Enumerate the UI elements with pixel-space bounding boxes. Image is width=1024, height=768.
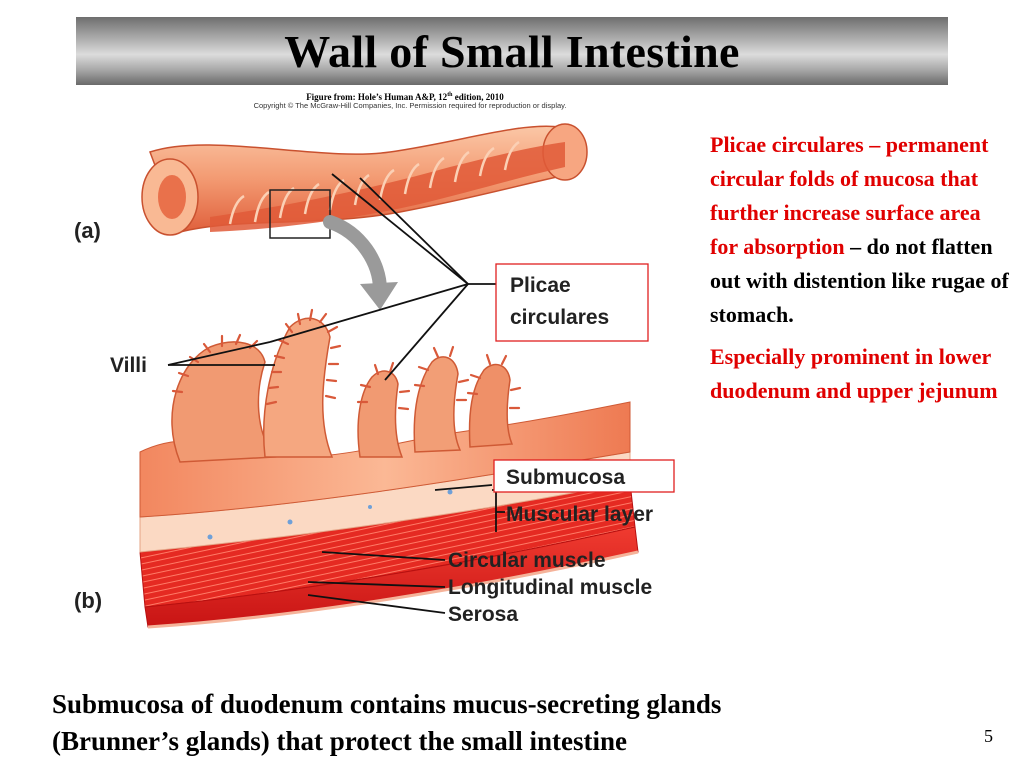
plicae-description: Plicae circulares – permanent circular f… xyxy=(710,132,1009,327)
circular-muscle-label: Circular muscle xyxy=(448,549,606,572)
page-number: 5 xyxy=(984,726,993,746)
slide-title: Wall of Small Intestine xyxy=(284,25,740,77)
brunner-glands-note: Submucosa of duodenum contains mucus-sec… xyxy=(52,686,952,760)
leader-lines xyxy=(167,173,505,614)
serosa-label: Serosa xyxy=(448,603,518,626)
prominence-note: Especially prominent in lower duodenum a… xyxy=(710,344,998,403)
panel-b-label: (b) xyxy=(74,588,102,613)
zoom-box xyxy=(269,189,331,239)
submucosa-label: Submucosa xyxy=(506,466,625,489)
bottom-line-2: (Brunner’s glands) that protect the smal… xyxy=(52,726,627,756)
copyright-notice: Copyright © The McGraw-Hill Companies, I… xyxy=(253,101,567,110)
longitudinal-muscle-label: Longitudinal muscle xyxy=(448,576,652,599)
plicae-label-box xyxy=(495,263,649,342)
panel-a-label: (a) xyxy=(74,218,101,243)
intestine-wall-diagram: (a) (b) Plicae circulares Villi Submucos… xyxy=(60,112,710,642)
bottom-line-1: Submucosa of duodenum contains mucus-sec… xyxy=(52,689,722,719)
intestine-tube xyxy=(141,123,588,236)
zoom-arrow xyxy=(323,215,387,297)
submucosa-label-box xyxy=(493,459,675,493)
title-bar: Wall of Small Intestine xyxy=(76,17,948,85)
plicae-label-line1: Plicae xyxy=(510,274,571,297)
plicae-label-line2: circulares xyxy=(510,306,609,329)
diagram-svg: (a) (b) Plicae circulares Villi Submucos… xyxy=(74,123,675,629)
muscular-layer-label: Muscular layer xyxy=(506,503,653,526)
plicae-notes: Plicae circulares – permanent circular f… xyxy=(710,128,1010,416)
villi-label: Villi xyxy=(110,354,147,377)
figure-credit: Figure from: Hole’s Human A&P, 12th edit… xyxy=(306,92,504,102)
